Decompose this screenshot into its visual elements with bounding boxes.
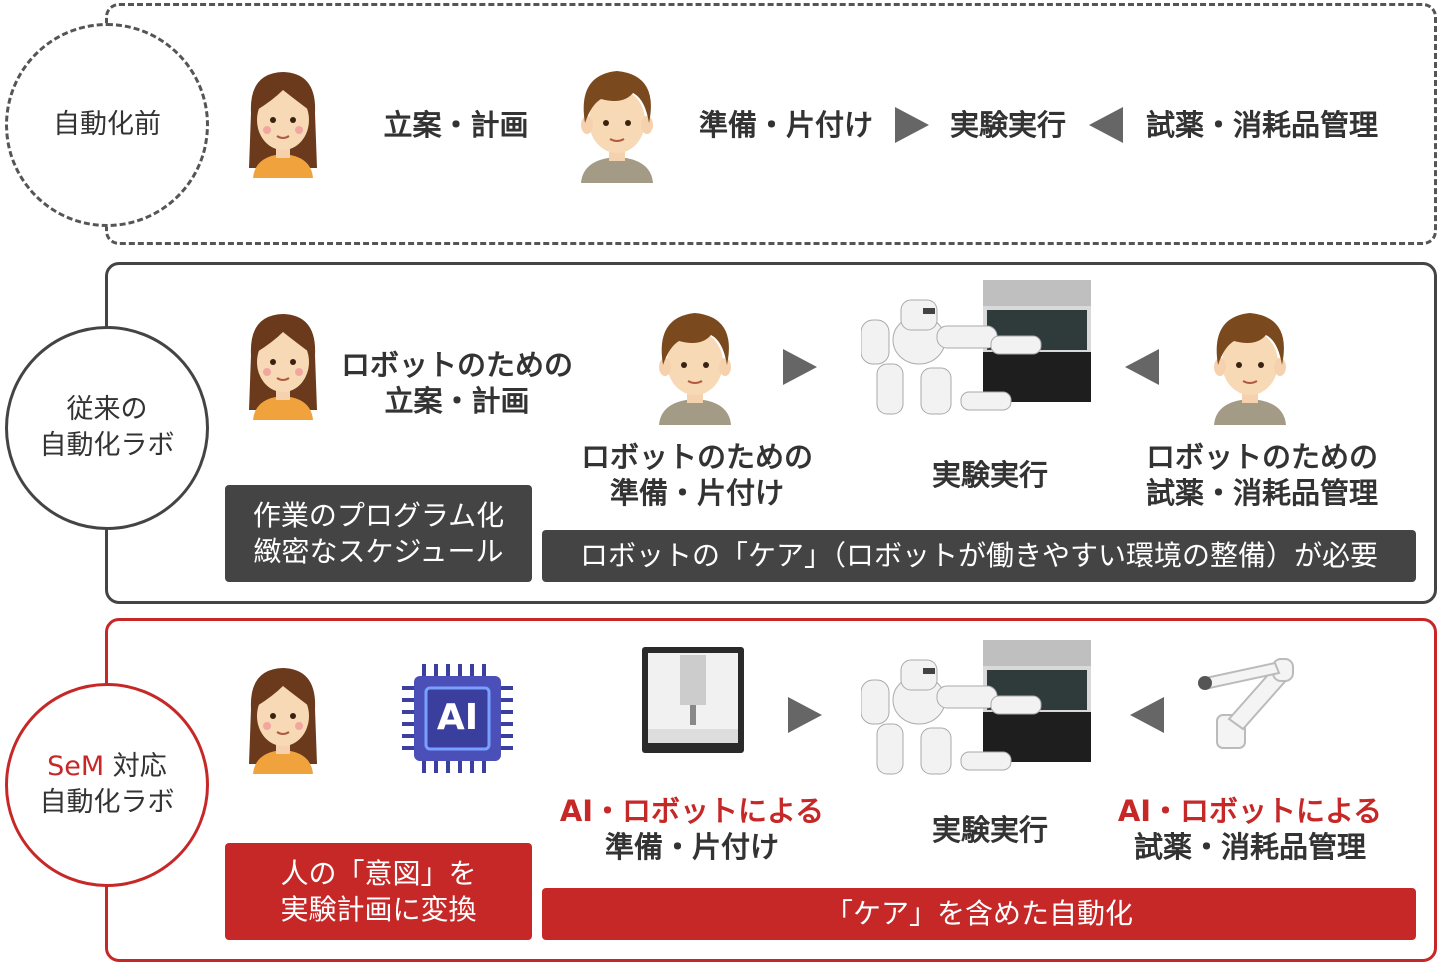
line: ロボットのための	[1145, 440, 1379, 474]
reagent-text: 試薬・消耗品管理	[1145, 108, 1379, 142]
prep-text: ロボットのための準備・片付け	[581, 439, 813, 511]
line: 実験計画に変換	[280, 892, 477, 926]
man-icon	[1204, 307, 1296, 429]
conventional-lab-label: 従来の自動化ラボ	[5, 326, 209, 530]
man-icon	[649, 307, 741, 429]
line: AI・ロボットによる	[1117, 794, 1383, 828]
sem-text: SeM	[47, 751, 105, 782]
line: 試薬・消耗品管理	[1145, 476, 1379, 510]
line: 試薬・消耗品管理	[1133, 830, 1366, 864]
before-automation-label: 自動化前	[5, 23, 209, 227]
ai-chip-icon: AI	[400, 662, 515, 775]
line: 作業のプログラム化	[252, 498, 505, 532]
prep-text: 準備・片付け	[698, 108, 874, 142]
man-icon	[571, 65, 663, 187]
exec-text: 実験実行	[931, 813, 1049, 847]
label-line: SeM 対応	[47, 749, 167, 785]
line: 準備・片付け	[604, 830, 779, 864]
prep-text: AI・ロボットによる準備・片付け	[560, 793, 824, 865]
exec-text: 実験実行	[949, 108, 1067, 142]
arrow-left-icon	[1125, 349, 1159, 385]
label-rest: 対応	[104, 751, 167, 782]
woman-icon	[243, 310, 323, 426]
arrow-left-icon	[1130, 697, 1164, 733]
robot-image	[860, 280, 1093, 426]
programming-box: 作業のプログラム化緻密なスケジュール	[225, 485, 532, 582]
exec-text: 実験実行	[931, 458, 1049, 492]
plan-text: 立案・計画	[383, 108, 529, 142]
label-line: 自動化ラボ	[39, 787, 175, 818]
label-text: 自動化前	[53, 109, 161, 140]
care-automation-bar: 「ケア」を含めた自動化	[542, 888, 1416, 940]
woman-icon	[243, 68, 323, 184]
label-line: 自動化ラボ	[39, 430, 175, 461]
woman-icon	[243, 664, 323, 780]
plan-text: ロボットのための立案・計画	[341, 347, 573, 419]
robot-arm-image	[1195, 655, 1300, 750]
line: AI・ロボットによる	[559, 794, 825, 828]
sem-lab-label: SeM 対応自動化ラボ	[5, 683, 209, 887]
line: 立案・計画	[384, 384, 530, 418]
line: 人の「意図」を	[280, 856, 477, 890]
lab-automation-machine-image	[640, 645, 746, 755]
robot-image	[860, 640, 1093, 786]
ai-chip-label: AI	[436, 697, 479, 738]
reagent-text: AI・ロボットによる試薬・消耗品管理	[1118, 793, 1382, 865]
line: 緻密なスケジュール	[253, 534, 504, 568]
line: 準備・片付け	[609, 476, 785, 510]
line: ロボットのための	[580, 440, 814, 474]
reagent-text: ロボットのための試薬・消耗品管理	[1146, 439, 1378, 511]
arrow-left-icon	[1089, 107, 1123, 143]
arrow-right-icon	[783, 349, 817, 385]
care-required-bar: ロボットの「ケア」（ロボットが働きやすい環境の整備）が必要	[542, 530, 1416, 582]
arrow-right-icon	[895, 107, 929, 143]
line: ロボットのための	[340, 348, 574, 382]
label-line: 従来の	[66, 394, 148, 425]
intent-conversion-box: 人の「意図」を実験計画に変換	[225, 843, 532, 940]
arrow-right-icon	[788, 697, 822, 733]
